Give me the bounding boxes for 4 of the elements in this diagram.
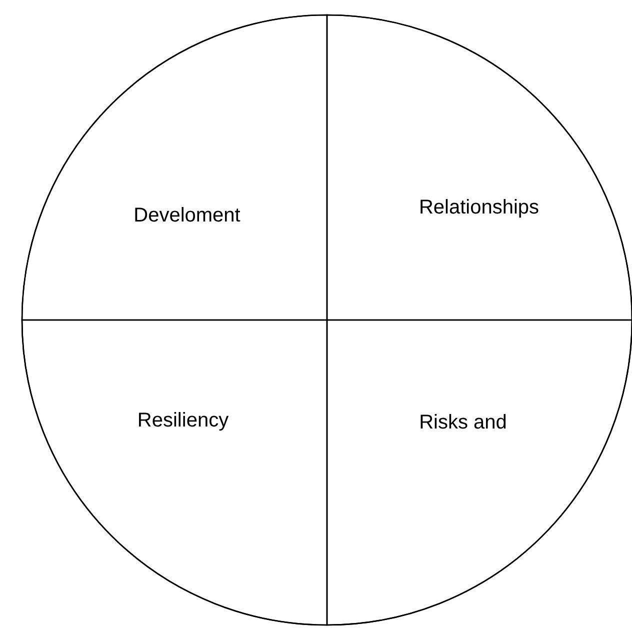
quadrant-label: Relationships bbox=[418, 196, 540, 220]
quadrant-label: Risks and bbox=[419, 412, 507, 434]
quadrant-label: Develoment bbox=[134, 204, 240, 228]
quadrant-label: Resiliency bbox=[137, 410, 229, 432]
